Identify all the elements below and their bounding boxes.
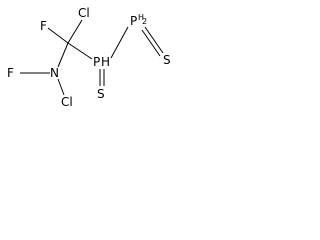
bond-c-f [47,27,69,44]
bond-c-n [57,42,69,68]
atom-p-center: P [93,55,100,69]
atom-p-right-h-count: 2 [142,17,147,26]
bond-n-cl [57,78,65,96]
atom-p-right-h: H [138,13,144,22]
bond-p-s-right-b [144,26,164,54]
bond-p-p [110,26,129,59]
atom-s-right: S [163,53,171,67]
bond-c-p [67,42,93,60]
atom-p-center-h: H [101,55,110,69]
bond-p-s-right-a [141,29,161,57]
molecule-canvas: Cl F P H P H 2 S S N F Cl [0,0,177,120]
bond-c-cl [67,19,83,44]
atom-p-right: P [130,14,137,28]
atom-f-left: F [7,66,14,80]
atom-cl-bottom: Cl [61,95,73,109]
atom-cl-top: Cl [78,6,90,20]
atom-f-top: F [40,19,47,33]
atom-s-bottom: S [97,87,105,101]
atom-n: N [50,66,59,80]
structure-diagram: Cl F P H P H 2 S S N F Cl [7,6,171,109]
